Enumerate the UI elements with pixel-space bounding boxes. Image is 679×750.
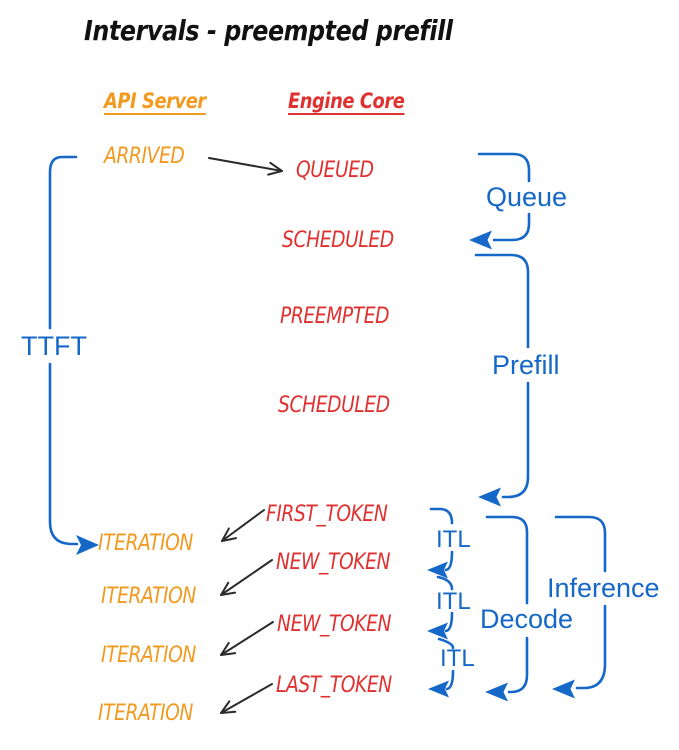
itl2-arrow-stem	[444, 611, 454, 633]
event-iteration-2: ITERATION	[101, 584, 197, 609]
interval-itl-label-2: ITL	[436, 588, 471, 615]
inference-arrow-icon	[552, 679, 575, 699]
event-iteration-3: ITERATION	[101, 643, 197, 668]
event-preempted: PREEMPTED	[280, 304, 390, 329]
interval-itl-label-3: ITL	[440, 645, 475, 672]
event-iteration-4: ITERATION	[98, 701, 194, 726]
prefill-arrow-icon	[478, 487, 501, 507]
itl1-arrow-icon	[427, 561, 448, 579]
arrow-newtoken1-to-iteration2	[220, 559, 273, 596]
arrow-lasttoken-to-iteration4	[220, 683, 273, 714]
queue-bracket-bottom	[492, 212, 531, 242]
interval-queue-label: Queue	[486, 182, 568, 212]
event-queued: QUEUED	[296, 158, 374, 183]
event-new-token-2: NEW_TOKEN	[277, 612, 392, 637]
queue-arrow-icon	[469, 230, 492, 250]
arrow-newtoken2-to-iteration3	[220, 621, 274, 656]
arrow-firsttoken-to-iteration1	[221, 509, 265, 542]
decode-bracket-top	[485, 515, 529, 605]
event-iteration-1: ITERATION	[98, 531, 194, 556]
event-new-token-1: NEW_TOKEN	[276, 550, 391, 575]
arrow-arrived-to-queued	[208, 157, 283, 176]
itl2-arrow-icon	[427, 622, 448, 640]
interval-itl-label-1: ITL	[436, 526, 471, 553]
prefill-bracket-top	[474, 253, 530, 349]
decode-bracket-bottom	[507, 636, 529, 694]
interval-inference-label: Inference	[547, 573, 660, 603]
event-first-token: FIRST_TOKEN	[266, 502, 388, 527]
itl1-hook-top	[429, 507, 454, 525]
interval-ttft-label: TTFT	[21, 331, 87, 361]
event-scheduled-1: SCHEDULED	[282, 228, 394, 253]
itl3-arrow-icon	[428, 680, 449, 698]
column-header-api-server: API Server	[104, 90, 206, 116]
event-scheduled-2: SCHEDULED	[278, 393, 390, 418]
column-header-engine-core: Engine Core	[288, 90, 405, 116]
inference-bracket-bottom	[575, 604, 607, 690]
itl1-arrow-stem	[444, 550, 454, 572]
event-last-token: LAST_TOKEN	[276, 673, 392, 698]
diagram-title: Intervals - preempted prefill	[84, 14, 453, 47]
decode-arrow-icon	[485, 682, 508, 702]
ttft-bracket-top	[48, 155, 78, 330]
ttft-bracket-bottom	[48, 362, 79, 546]
itl3-arrow-stem	[445, 669, 455, 691]
event-arrived: ARRIVED	[104, 144, 185, 169]
inference-bracket-top	[554, 515, 607, 573]
interval-decode-label: Decode	[480, 604, 574, 634]
queue-bracket-top	[477, 152, 531, 183]
ttft-arrow-icon	[76, 535, 99, 555]
prefill-bracket-bottom	[501, 381, 530, 499]
interval-prefill-label: Prefill	[492, 350, 560, 380]
